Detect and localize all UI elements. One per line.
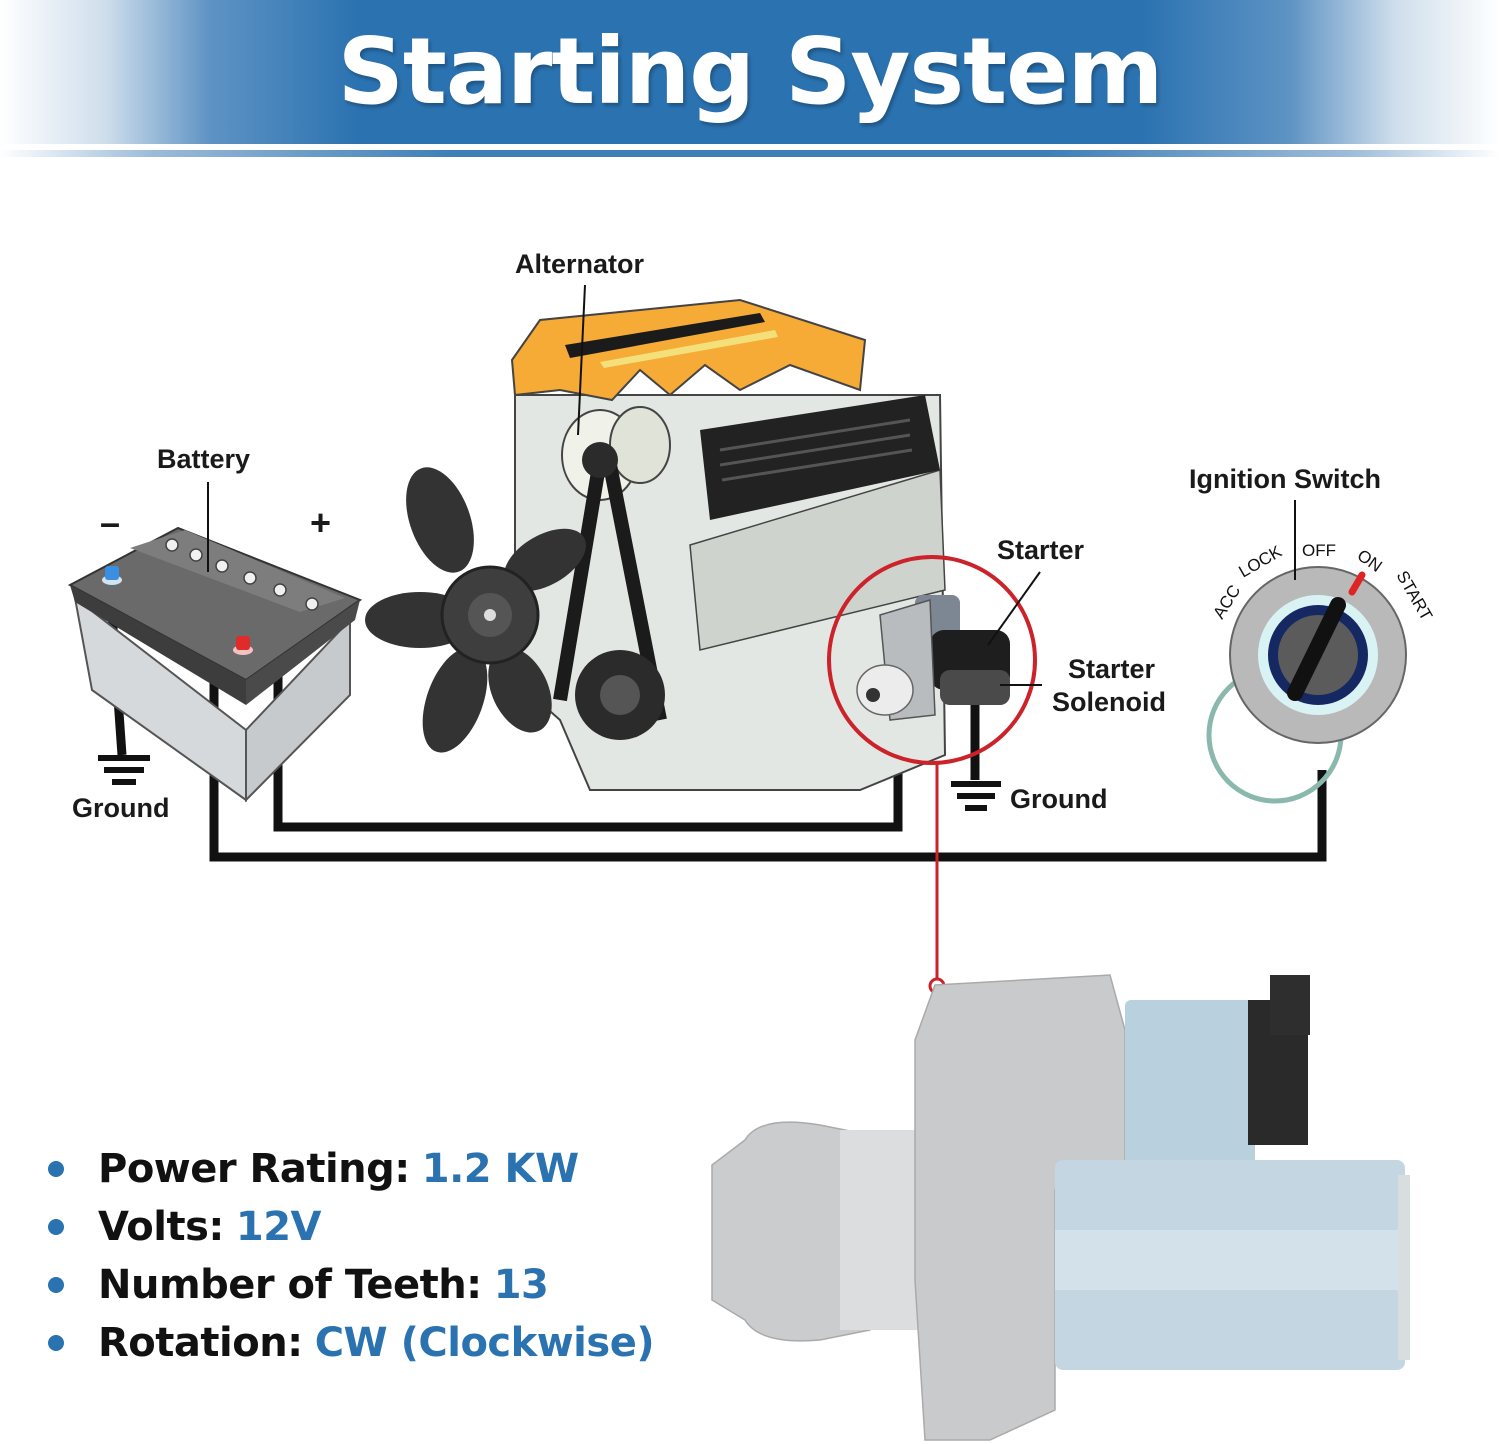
- spec-label: Rotation:: [98, 1320, 303, 1366]
- bullet-icon: [48, 1335, 64, 1351]
- bullet-icon: [48, 1277, 64, 1293]
- label-ground-starter: Ground: [1010, 784, 1107, 814]
- spec-label: Volts:: [98, 1204, 224, 1250]
- alternator-leader-line: [577, 284, 586, 436]
- spec-value: 1.2 KW: [421, 1146, 579, 1192]
- label-starter-solenoid-2: Solenoid: [1052, 687, 1166, 717]
- spec-value: 12V: [235, 1204, 322, 1250]
- spec-power-rating: Power Rating: 1.2 KW: [48, 1140, 654, 1198]
- label-starter-solenoid-1: Starter: [1068, 654, 1156, 684]
- starter-leader-line: [987, 571, 1041, 646]
- label-negative-terminal: –: [100, 502, 120, 543]
- ground-symbol-starter: [951, 781, 1001, 811]
- spec-value: 13: [493, 1262, 549, 1308]
- spec-label: Number of Teeth:: [98, 1262, 482, 1308]
- label-ignition-switch: Ignition Switch: [1189, 464, 1381, 494]
- bullet-icon: [48, 1219, 64, 1235]
- battery-icon: [67, 526, 363, 803]
- starter-highlight-circle: [827, 555, 1037, 765]
- label-battery: Battery: [157, 444, 250, 474]
- label-ground-battery: Ground: [72, 793, 169, 823]
- spec-label: Power Rating:: [98, 1146, 410, 1192]
- spec-teeth: Number of Teeth: 13: [48, 1256, 654, 1314]
- ignition-label-off: OFF: [1302, 541, 1336, 560]
- spec-value: CW (Clockwise): [314, 1320, 655, 1366]
- ground-symbol-battery: [98, 755, 150, 785]
- starter-motor-photo: [711, 974, 1410, 1441]
- title-banner: [0, 0, 1500, 144]
- spec-list: Power Rating: 1.2 KW Volts: 12V Number o…: [48, 1140, 655, 1372]
- spec-volts: Volts: 12V: [48, 1198, 654, 1256]
- bullet-icon: [48, 1161, 64, 1177]
- label-starter: Starter: [997, 535, 1085, 565]
- ignition-switch-icon: ACC LOCK OFF ON START: [1206, 541, 1437, 804]
- engine-icon: [365, 298, 947, 791]
- banner-underline: [0, 150, 1500, 157]
- ignition-label-on: ON: [1354, 546, 1386, 576]
- starter-motor-icon: [856, 595, 1010, 721]
- label-alternator: Alternator: [515, 249, 645, 279]
- page-title: Starting System: [337, 18, 1164, 125]
- ignition-label-start: START: [1393, 568, 1437, 624]
- spec-rotation: Rotation: CW (Clockwise): [48, 1314, 655, 1372]
- label-positive-terminal: +: [310, 502, 331, 543]
